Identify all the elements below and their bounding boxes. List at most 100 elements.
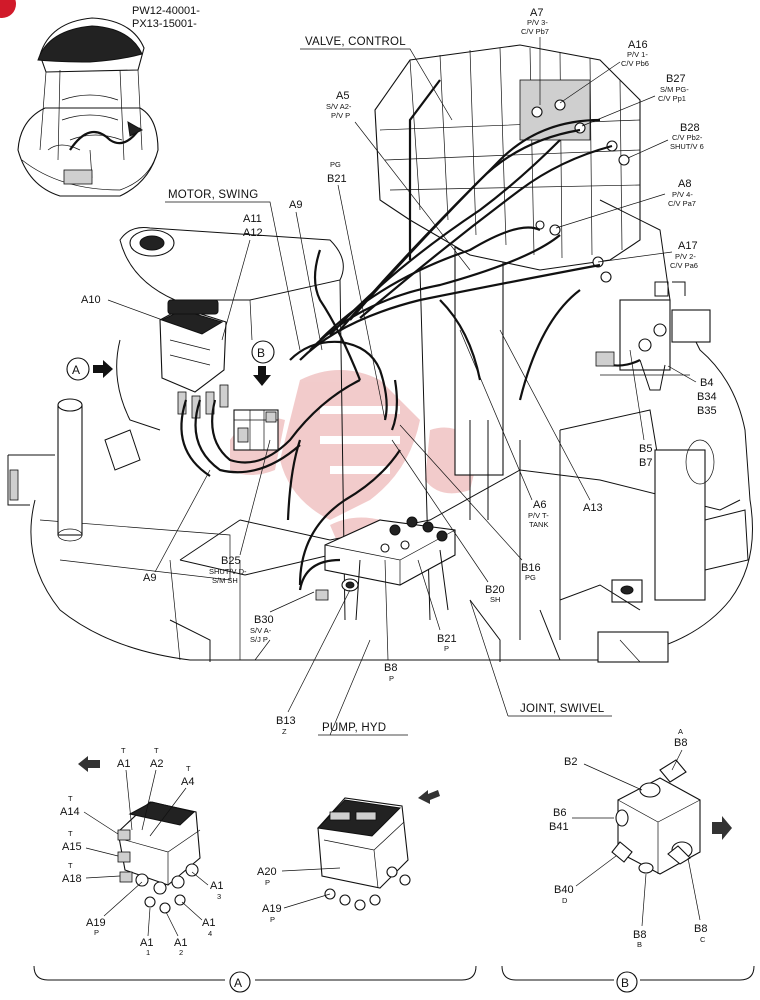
svg-text:P: P <box>389 674 394 683</box>
svg-text:B16: B16 <box>521 562 541 574</box>
svg-text:B8: B8 <box>674 737 687 749</box>
svg-text:B30: B30 <box>254 614 274 626</box>
svg-text:P/V 4-: P/V 4- <box>672 190 693 199</box>
svg-text:P: P <box>265 878 270 887</box>
svg-text:P: P <box>270 915 275 924</box>
title-motor-swing: MOTOR, SWING <box>168 189 258 201</box>
svg-text:B: B <box>637 940 642 949</box>
svg-text:T: T <box>121 746 126 755</box>
svg-text:SH: SH <box>490 595 500 604</box>
svg-text:2: 2 <box>179 948 183 957</box>
svg-text:C: C <box>700 935 706 944</box>
svg-text:A11: A11 <box>243 213 262 225</box>
pilot-valve <box>159 299 279 451</box>
thumbnail-machine <box>17 17 159 197</box>
detail-a-marker: A <box>234 976 242 990</box>
svg-text:B28: B28 <box>680 122 700 134</box>
svg-text:B8: B8 <box>694 923 707 935</box>
callout-a9-bottom: A9 <box>143 469 211 584</box>
svg-text:C/V Pp1: C/V Pp1 <box>658 94 686 103</box>
svg-text:B40: B40 <box>554 884 574 896</box>
svg-text:B6: B6 <box>553 807 566 819</box>
title-pump-hyd: PUMP, HYD <box>322 722 386 734</box>
svg-text:B34: B34 <box>697 391 717 403</box>
svg-text:1: 1 <box>146 948 150 957</box>
svg-text:B20: B20 <box>485 584 505 596</box>
svg-text:B7: B7 <box>639 457 652 469</box>
callout-b20: B20 SH <box>391 439 505 604</box>
svg-text:PG: PG <box>330 160 341 169</box>
svg-text:A1: A1 <box>174 937 187 949</box>
svg-text:P/V 2-: P/V 2- <box>675 252 696 261</box>
callout-a5: A5 S/V A2- P/V P <box>326 90 471 271</box>
detail-a-label-a19b: A19 P <box>262 893 331 924</box>
svg-text:S/M SH: S/M SH <box>212 576 238 585</box>
detail-b-bracket: B <box>501 965 755 993</box>
svg-text:B35: B35 <box>697 405 717 417</box>
callout-b25: B25 SHUT/V D- S/M SH <box>209 439 271 585</box>
svg-text:C/V Pb7: C/V Pb7 <box>521 27 549 36</box>
svg-text:P/V P: P/V P <box>331 111 350 120</box>
detail-a-label-a1-3: A1 3 <box>191 871 223 901</box>
corner-badge <box>0 0 16 18</box>
callout-a13: A13 <box>499 329 603 514</box>
svg-text:P: P <box>444 644 449 653</box>
svg-text:A1: A1 <box>117 758 130 770</box>
callout-pg-b21: PG B21 <box>327 160 386 421</box>
svg-text:A14: A14 <box>60 806 80 818</box>
callout-b13: B13 Z <box>276 589 351 736</box>
title-valve-control: VALVE, CONTROL <box>305 36 406 48</box>
svg-text:A4: A4 <box>181 776 194 788</box>
svg-text:A13: A13 <box>583 502 603 514</box>
svg-text:C/V Pa7: C/V Pa7 <box>668 199 696 208</box>
view-b-marker: B <box>257 346 265 360</box>
svg-text:A1: A1 <box>202 917 215 929</box>
svg-text:A9: A9 <box>143 572 156 584</box>
joint-swivel <box>298 516 456 621</box>
svg-text:4: 4 <box>208 929 212 938</box>
detail-a-label-a2: T A2 <box>141 746 163 831</box>
svg-text:P/V 3-: P/V 3- <box>527 18 548 27</box>
view-arrow-a: A <box>66 357 113 381</box>
svg-text:T: T <box>68 861 73 870</box>
svg-text:P/V 1-: P/V 1- <box>627 50 648 59</box>
callout-b16: B16 PG <box>399 424 541 582</box>
callout-a10: A10 <box>81 294 169 323</box>
svg-text:S/M PG-: S/M PG- <box>660 85 689 94</box>
svg-text:A18: A18 <box>62 873 82 885</box>
svg-text:A: A <box>678 727 683 736</box>
callout-a8: A8 P/V 4- C/V Pa7 <box>555 178 696 229</box>
detail-a-label-a1-top: T A1 <box>117 746 133 831</box>
svg-text:A19: A19 <box>86 917 106 929</box>
callout-b21-p: B21 P <box>417 559 457 653</box>
svg-text:SHUT/V D-: SHUT/V D- <box>209 567 247 576</box>
svg-text:T: T <box>68 794 73 803</box>
svg-text:3: 3 <box>217 892 221 901</box>
detail-b-label-b2: B2 <box>564 756 643 791</box>
svg-text:B4: B4 <box>700 377 713 389</box>
serial-line-1: PW12-40001- <box>132 5 200 17</box>
svg-text:Z: Z <box>282 727 287 736</box>
detail-a-right-view <box>316 790 440 911</box>
callout-a16: A16 P/V 1- C/V Pb6 <box>559 39 649 104</box>
svg-text:A19: A19 <box>262 903 282 915</box>
svg-text:B2: B2 <box>564 756 577 768</box>
view-a-marker: A <box>72 363 80 377</box>
detail-a-bracket: A <box>33 965 477 993</box>
svg-text:A20: A20 <box>257 866 277 878</box>
svg-text:A1: A1 <box>140 937 153 949</box>
detail-a-label-a20: A20 P <box>257 866 341 887</box>
svg-text:T: T <box>154 746 159 755</box>
detail-a-label-a14: T A14 <box>60 794 119 835</box>
svg-text:A9: A9 <box>289 199 302 211</box>
svg-text:P/V T-: P/V T- <box>528 511 549 520</box>
svg-text:S/V A2-: S/V A2- <box>326 102 352 111</box>
svg-text:P: P <box>94 928 99 937</box>
svg-text:A15: A15 <box>62 841 82 853</box>
view-arrow-b: B <box>251 340 275 386</box>
callout-a9-top: A9 <box>289 199 323 351</box>
svg-text:TANK: TANK <box>529 520 548 529</box>
svg-text:B21: B21 <box>327 173 347 185</box>
svg-text:C/V Pb6: C/V Pb6 <box>621 59 649 68</box>
